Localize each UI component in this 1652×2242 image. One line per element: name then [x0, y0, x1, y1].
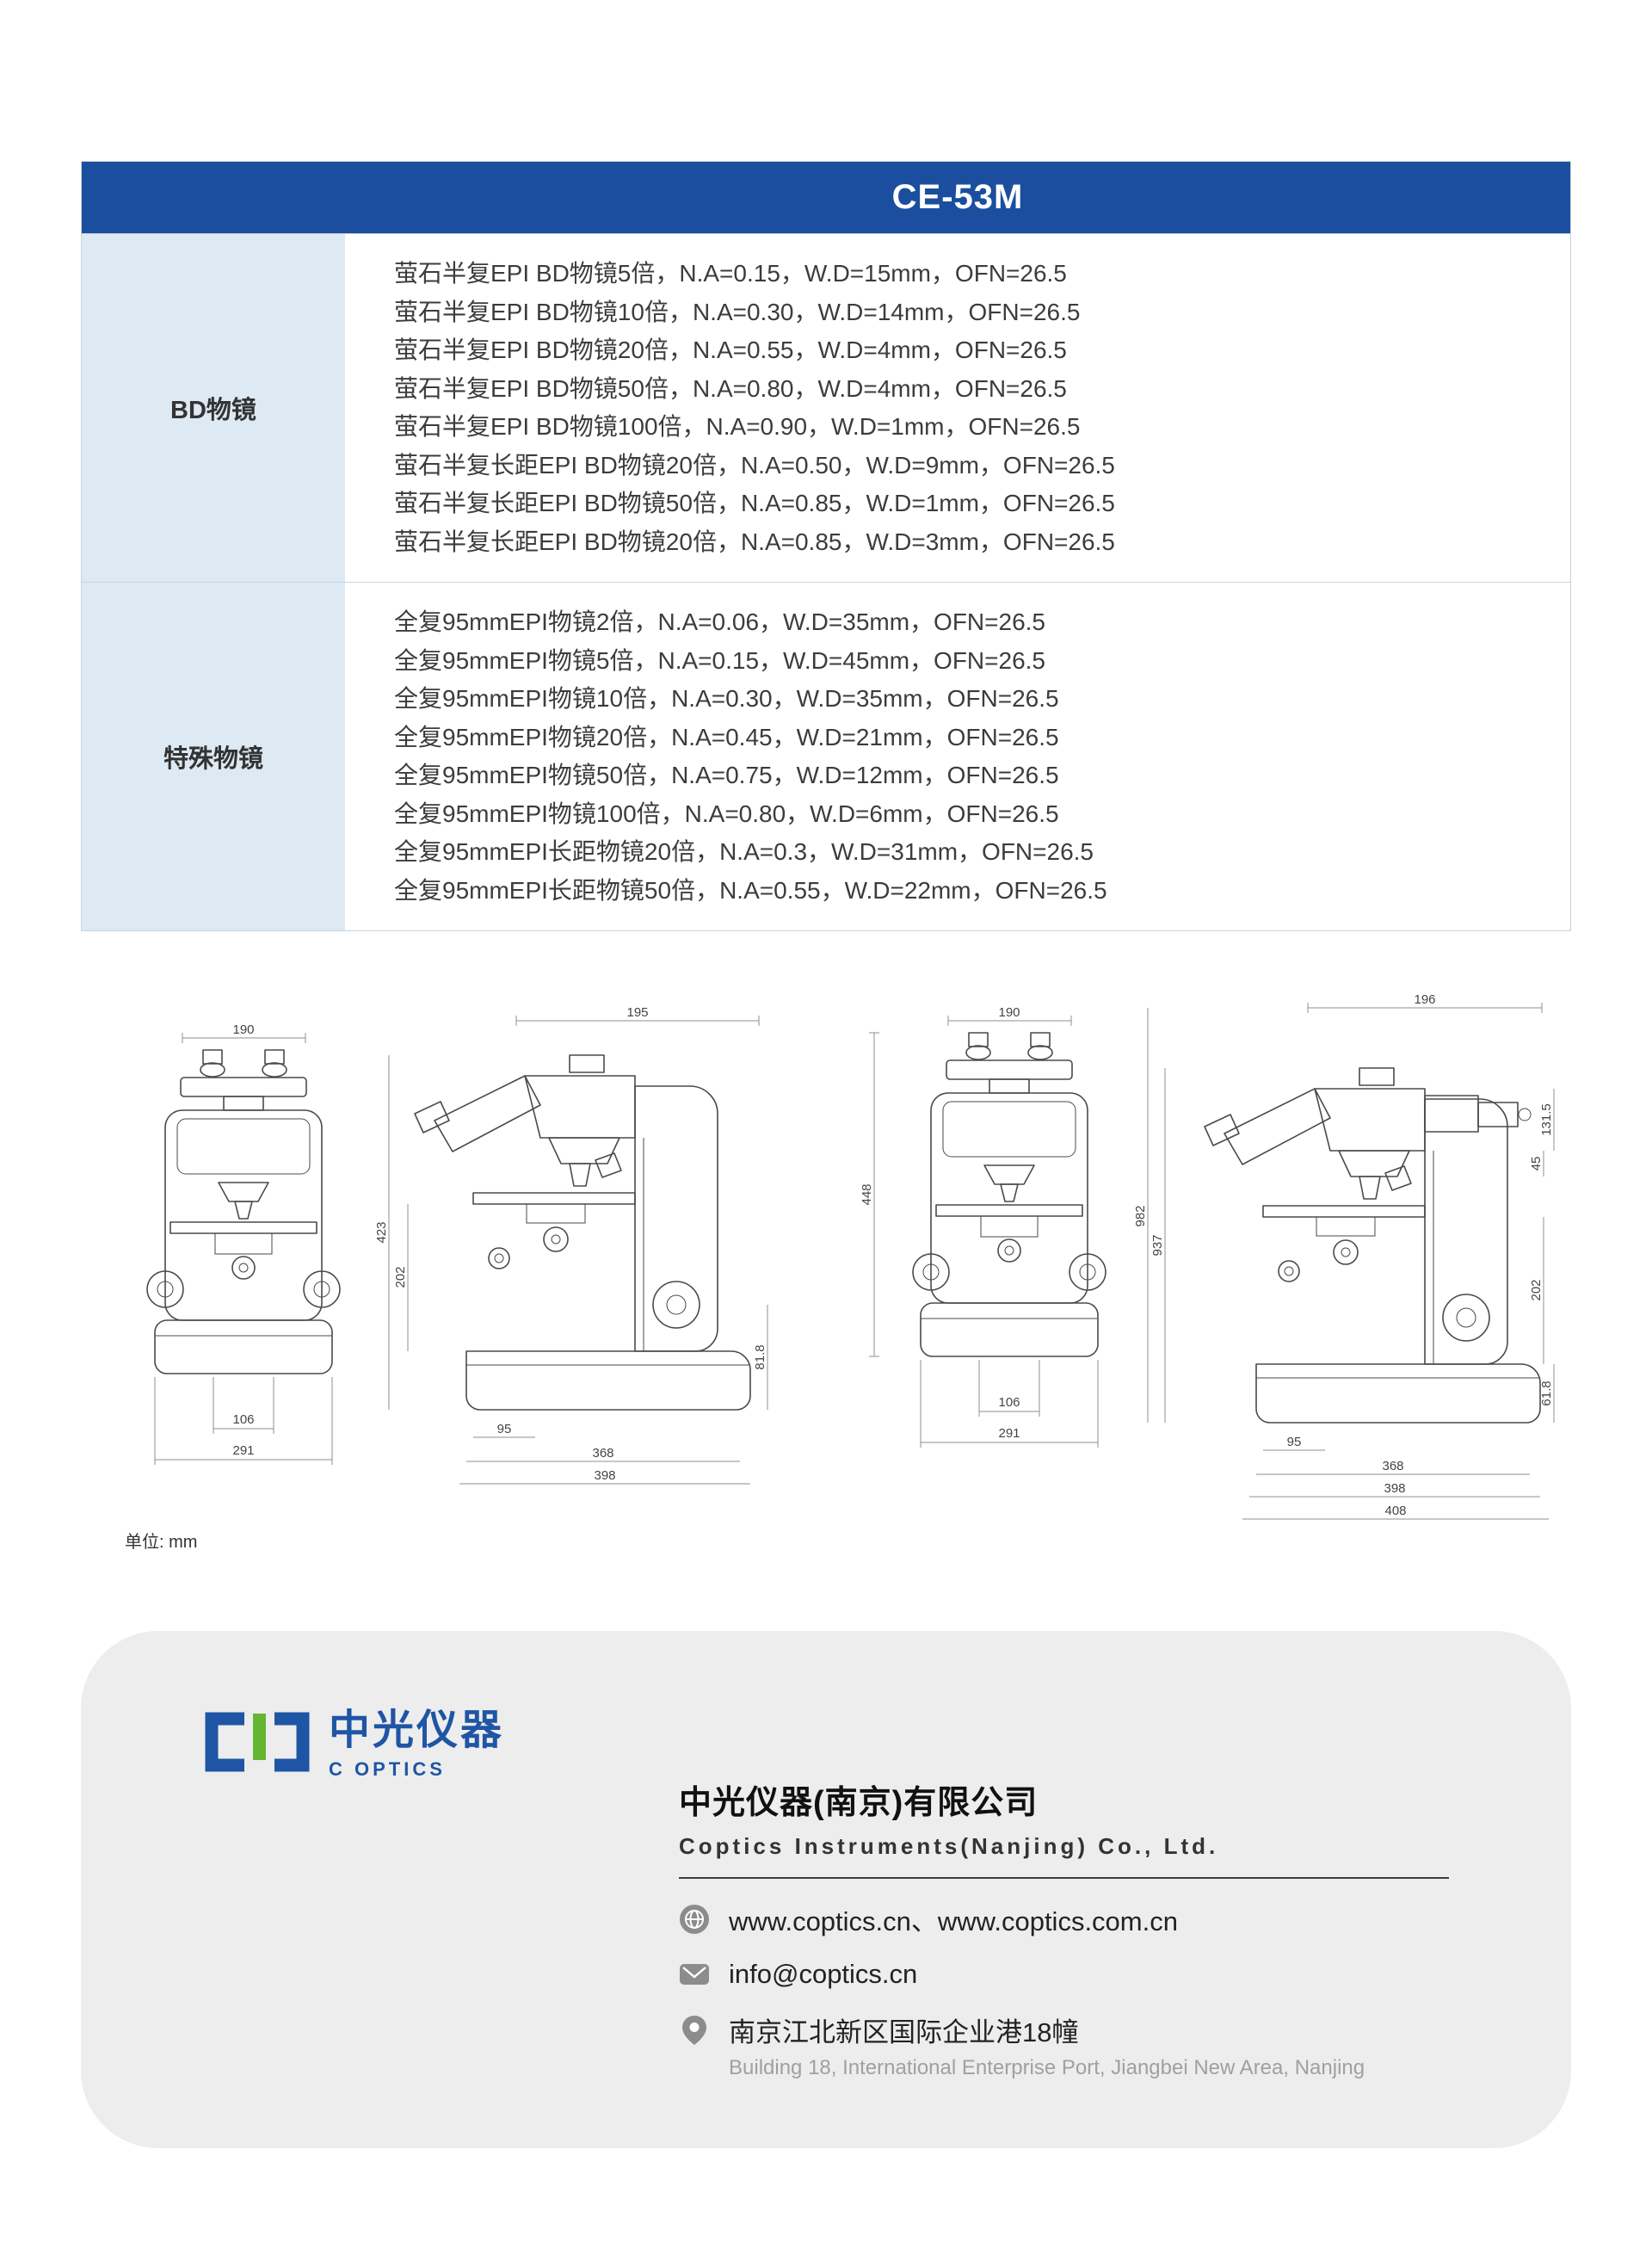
- spec-line: 萤石半复长距EPI BD物镜20倍，N.A=0.85，W.D=3mm，OFN=2…: [394, 528, 1115, 555]
- dim-label: 408: [1384, 1504, 1406, 1518]
- row-content-special-objectives: 全复95mmEPI物镜2倍，N.A=0.06，W.D=35mm，OFN=26.5…: [345, 583, 1570, 930]
- table-row-special-objectives: 特殊物镜 全复95mmEPI物镜2倍，N.A=0.06，W.D=35mm，OFN…: [82, 582, 1570, 930]
- spec-line: 全复95mmEPI物镜5倍，N.A=0.15，W.D=45mm，OFN=26.5: [394, 646, 1045, 674]
- website-row: www.coptics.cn、www.coptics.com.cn: [679, 1899, 1505, 1938]
- row-content-bd-objectives: 萤石半复EPI BD物镜5倍，N.A=0.15，W.D=15mm，OFN=26.…: [345, 234, 1570, 582]
- spec-line: 全复95mmEPI物镜50倍，N.A=0.75，W.D=12mm，OFN=26.…: [394, 762, 1059, 788]
- spec-line: 萤石半复EPI BD物镜10倍，N.A=0.30，W.D=14mm，OFN=26…: [394, 298, 1081, 325]
- spec-line: 萤石半复EPI BD物镜100倍，N.A=0.90，W.D=1mm，OFN=26…: [394, 413, 1081, 440]
- dim-label: 398: [594, 1468, 615, 1483]
- footer-card: 中光仪器 C OPTICS 中光仪器(南京)有限公司 Coptics Instr…: [81, 1631, 1571, 2148]
- spec-line: 萤石半复长距EPI BD物镜50倍，N.A=0.85，W.D=1mm，OFN=2…: [394, 490, 1115, 516]
- dim-label: 937: [1150, 1234, 1165, 1256]
- email-row: info@coptics.cn: [679, 1959, 1505, 1990]
- microscope-side-view-1: 195 423 202 81.8 95 368: [370, 1005, 783, 1519]
- dim-label: 202: [393, 1266, 408, 1288]
- logo-text-en: C OPTICS: [329, 1758, 446, 1780]
- dim-label: 45: [1529, 1157, 1544, 1171]
- address-text-en: Building 18, International Enterprise Po…: [729, 2056, 1365, 2079]
- spec-line: 萤石半复EPI BD物镜5倍，N.A=0.15，W.D=15mm，OFN=26.…: [394, 260, 1067, 287]
- dim-label: 398: [1384, 1481, 1405, 1496]
- dim-label: 61.8: [1539, 1380, 1554, 1405]
- dim-label: 291: [998, 1426, 1020, 1441]
- dim-label: 368: [1382, 1459, 1403, 1473]
- spec-line: 全复95mmEPI物镜10倍，N.A=0.30，W.D=35mm，OFN=26.…: [394, 685, 1059, 712]
- spec-line: 萤石半复长距EPI BD物镜20倍，N.A=0.50，W.D=9mm，OFN=2…: [394, 451, 1115, 479]
- dim-label: 95: [497, 1422, 512, 1436]
- dimension-drawings-section: 190 106 291 195: [0, 990, 1652, 1592]
- dim-label: 81.8: [753, 1344, 767, 1369]
- dim-label: 202: [1529, 1279, 1544, 1300]
- logo-mark-icon: [205, 1712, 310, 1772]
- spec-table-header: CE-53M: [82, 162, 1570, 233]
- dim-label: 190: [232, 1024, 254, 1037]
- globe-icon: [680, 1904, 709, 1934]
- company-logo: 中光仪器 C OPTICS: [193, 1708, 504, 1781]
- spec-line: 萤石半复EPI BD物镜20倍，N.A=0.55，W.D=4mm，OFN=26.…: [394, 337, 1067, 363]
- logo-text-cn: 中光仪器: [329, 1708, 505, 1753]
- dim-label: 95: [1287, 1435, 1302, 1449]
- microscope-side-view-2: 196 982 937 131.5: [1133, 992, 1566, 1562]
- spec-line: 全复95mmEPI长距物镜20倍，N.A=0.3，W.D=31mm，OFN=26…: [394, 838, 1094, 865]
- spec-line: 全复95mmEPI长距物镜50倍，N.A=0.55，W.D=22mm，OFN=2…: [394, 876, 1107, 904]
- dim-label: 368: [592, 1446, 613, 1461]
- spec-line: 全复95mmEPI物镜20倍，N.A=0.45，W.D=21mm，OFN=26.…: [394, 723, 1059, 750]
- model-title: CE-53M: [891, 178, 1024, 216]
- location-pin-icon: [682, 2015, 706, 2045]
- dim-label: 195: [626, 1007, 648, 1020]
- dim-label: 982: [1136, 1205, 1148, 1226]
- dim-label: 190: [998, 1007, 1020, 1020]
- email-text: info@coptics.cn: [729, 1959, 918, 1989]
- divider: [679, 1877, 1449, 1879]
- row-label-bd-objectives: BD物镜: [82, 234, 345, 582]
- company-info: 中光仪器(南京)有限公司 Coptics Instruments(Nanjing…: [679, 1776, 1505, 2080]
- dim-label: 131.5: [1539, 1103, 1554, 1136]
- dim-label: 106: [232, 1412, 254, 1427]
- spec-line: 全复95mmEPI物镜2倍，N.A=0.06，W.D=35mm，OFN=26.5: [394, 608, 1045, 635]
- microscope-front-view-2: 190 448 106 291: [860, 1005, 1127, 1536]
- microscope-front-view-1: 190 106 291: [129, 1022, 357, 1506]
- row-label-special-objectives: 特殊物镜: [82, 583, 345, 930]
- dim-label: 106: [998, 1395, 1020, 1410]
- table-row-bd-objectives: BD物镜 萤石半复EPI BD物镜5倍，N.A=0.15，W.D=15mm，OF…: [82, 233, 1570, 582]
- spec-line: 全复95mmEPI物镜100倍，N.A=0.80，W.D=6mm，OFN=26.…: [394, 800, 1059, 827]
- dim-label: 291: [232, 1443, 254, 1458]
- spec-line: 萤石半复EPI BD物镜50倍，N.A=0.80，W.D=4mm，OFN=26.…: [394, 374, 1067, 402]
- dim-label: 196: [1414, 994, 1435, 1007]
- website-text: www.coptics.cn、www.coptics.com.cn: [729, 1906, 1178, 1936]
- address-row: 南京江北新区国际企业港18幢: [679, 2010, 1505, 2049]
- company-name-en: Coptics Instruments(Nanjing) Co., Ltd.: [679, 1833, 1219, 1859]
- address-text: 南京江北新区国际企业港18幢: [729, 2017, 1079, 2047]
- dim-label: 448: [860, 1183, 874, 1205]
- dim-label: 423: [374, 1221, 389, 1243]
- email-icon: [680, 1964, 709, 1985]
- company-name: 中光仪器(南京)有限公司: [679, 1785, 1039, 1821]
- spec-table: CE-53M BD物镜 萤石半复EPI BD物镜5倍，N.A=0.15，W.D=…: [81, 161, 1571, 931]
- unit-label: 单位: mm: [125, 1533, 198, 1552]
